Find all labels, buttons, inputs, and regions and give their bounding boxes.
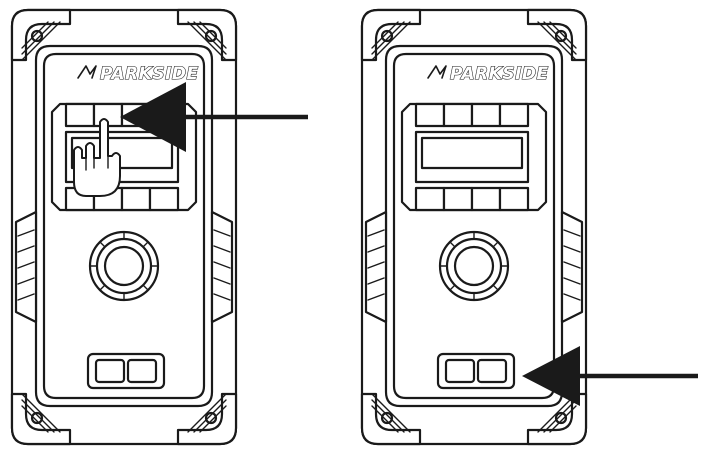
parkside-logo: PARKSIDE (77, 63, 199, 85)
brand-text: PARKSIDE (450, 64, 549, 84)
parkside-bird-icon (427, 65, 447, 79)
hand-pointer-icon (73, 118, 121, 197)
device-right: PARKSIDE (360, 8, 698, 446)
parkside-bird-icon (77, 65, 97, 79)
parkside-logo: PARKSIDE (427, 63, 549, 85)
brand-text: PARKSIDE (100, 64, 199, 84)
arrow-left-icon (522, 346, 698, 406)
arrow-left-icon (120, 82, 308, 152)
device-left: PARKSIDE (10, 8, 308, 446)
